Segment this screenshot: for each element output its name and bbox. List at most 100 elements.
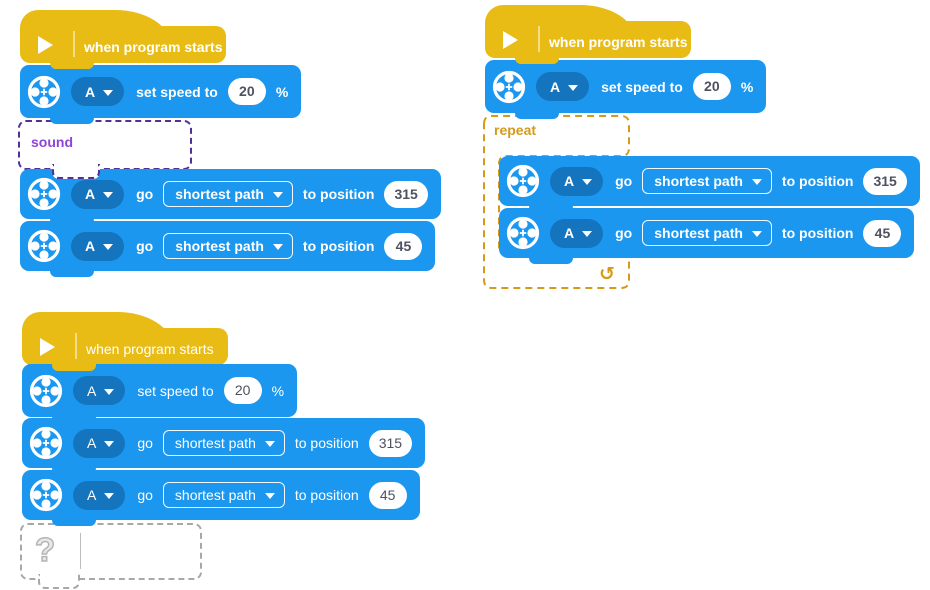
go-label: go	[137, 487, 153, 503]
dropdown-arrow-icon	[103, 89, 114, 96]
speed-value-input[interactable]: 20	[223, 377, 262, 404]
go-to-position-block[interactable]: A go shortest path to position 45	[22, 470, 420, 526]
port-dropdown[interactable]: A	[73, 480, 126, 510]
path-option-label: shortest path	[175, 186, 264, 202]
path-option-label: shortest path	[174, 487, 256, 503]
port-dropdown[interactable]: A	[550, 218, 604, 248]
port-dropdown[interactable]: A	[550, 166, 604, 196]
set-speed-block[interactable]: A set speed to 20 %	[20, 65, 302, 124]
path-dropdown[interactable]: shortest path	[163, 233, 293, 259]
go-to-position-block[interactable]: A go shortest path to position 45	[499, 208, 915, 264]
block-nub	[52, 462, 96, 474]
path-dropdown[interactable]: shortest path	[642, 168, 772, 194]
path-dropdown[interactable]: shortest path	[162, 482, 285, 508]
hat-divider	[75, 333, 77, 360]
go-label: go	[137, 435, 153, 451]
path-dropdown[interactable]: shortest path	[163, 181, 293, 207]
dropdown-arrow-icon	[104, 441, 115, 447]
go-label: go	[136, 186, 154, 202]
set-speed-block[interactable]: A set speed to 20 %	[22, 364, 298, 423]
port-label: A	[564, 173, 575, 189]
placeholder-divider	[80, 533, 81, 569]
to-position-label: to position	[781, 225, 854, 241]
motor-icon	[506, 216, 540, 250]
path-dropdown[interactable]: shortest path	[642, 220, 772, 246]
play-icon	[40, 338, 55, 356]
sound-placeholder-slot[interactable]: sound	[18, 120, 192, 179]
dropdown-arrow-icon	[582, 179, 593, 185]
go-label: go	[615, 225, 633, 241]
hat-label: when program starts	[84, 39, 223, 55]
position-value-input[interactable]: 315	[368, 429, 413, 457]
block-nub	[50, 265, 94, 277]
hat-label: when program starts	[549, 34, 688, 50]
port-dropdown[interactable]: A	[71, 179, 125, 209]
repeat-arrow-icon: ↺	[599, 264, 615, 285]
port-dropdown[interactable]: A	[71, 231, 125, 261]
motor-icon	[27, 75, 61, 109]
dropdown-arrow-icon	[104, 388, 115, 395]
position-value-input[interactable]: 45	[863, 219, 902, 247]
dropdown-arrow-icon	[751, 231, 762, 237]
motor-icon	[29, 426, 63, 460]
percent-label: %	[271, 382, 285, 399]
set-speed-block[interactable]: A set speed to 20 %	[485, 60, 767, 119]
sound-placeholder-label: sound	[31, 134, 73, 150]
start-hat-block[interactable]: when program starts	[485, 5, 691, 64]
go-to-position-block[interactable]: A go shortest path to position 315	[20, 169, 441, 225]
dropdown-arrow-icon	[568, 84, 579, 91]
block-nub	[515, 52, 559, 64]
path-option-label: shortest path	[174, 435, 256, 451]
unknown-placeholder-slot[interactable]: ?	[20, 523, 202, 589]
motor-icon	[27, 177, 61, 211]
dropdown-arrow-icon	[272, 192, 283, 198]
block-nub	[529, 252, 573, 264]
path-option-label: shortest path	[175, 238, 264, 254]
ghost-nub	[38, 574, 80, 589]
block-nub	[52, 411, 96, 423]
port-label: A	[87, 435, 97, 451]
play-icon	[38, 36, 53, 54]
go-to-position-block[interactable]: A go shortest path to position 315	[499, 156, 920, 212]
path-dropdown[interactable]: shortest path	[162, 430, 285, 456]
position-value-input[interactable]: 315	[863, 167, 907, 195]
dropdown-arrow-icon	[272, 244, 283, 250]
motor-icon	[492, 70, 526, 104]
port-dropdown[interactable]: A	[71, 77, 125, 106]
speed-label: set speed to	[137, 382, 214, 399]
to-position-label: to position	[294, 435, 359, 451]
port-label: A	[85, 238, 96, 254]
start-hat-block[interactable]: when program starts	[22, 312, 228, 371]
block-nub	[50, 112, 94, 124]
go-to-position-block[interactable]: A go shortest path to position 45	[20, 221, 436, 277]
motor-icon	[27, 229, 61, 263]
block-nub	[52, 359, 96, 371]
position-value-input[interactable]: 45	[384, 232, 423, 260]
position-value-input[interactable]: 315	[384, 180, 428, 208]
block-nub	[52, 514, 96, 526]
port-dropdown[interactable]: A	[536, 72, 590, 101]
port-dropdown[interactable]: A	[73, 376, 126, 405]
speed-label: set speed to	[136, 83, 218, 100]
to-position-label: to position	[294, 487, 359, 503]
hat-divider	[538, 26, 540, 53]
go-to-position-block[interactable]: A go shortest path to position 315	[22, 418, 426, 474]
block-nub	[50, 57, 94, 69]
dropdown-arrow-icon	[104, 493, 115, 499]
motor-icon	[506, 164, 540, 198]
port-label: A	[87, 382, 97, 399]
path-option-label: shortest path	[654, 173, 743, 189]
port-dropdown[interactable]: A	[73, 428, 126, 458]
dropdown-arrow-icon	[103, 244, 114, 250]
hat-label: when program starts	[86, 341, 214, 357]
go-label: go	[615, 173, 633, 189]
speed-value-input[interactable]: 20	[227, 78, 266, 105]
start-hat-block[interactable]: when program starts	[20, 10, 226, 69]
speed-value-input[interactable]: 20	[692, 73, 731, 100]
to-position-label: to position	[781, 173, 854, 189]
to-position-label: to position	[302, 186, 375, 202]
hat-body	[485, 21, 691, 64]
hat-body	[20, 26, 226, 69]
percent-label: %	[275, 83, 289, 100]
position-value-input[interactable]: 45	[368, 481, 407, 509]
